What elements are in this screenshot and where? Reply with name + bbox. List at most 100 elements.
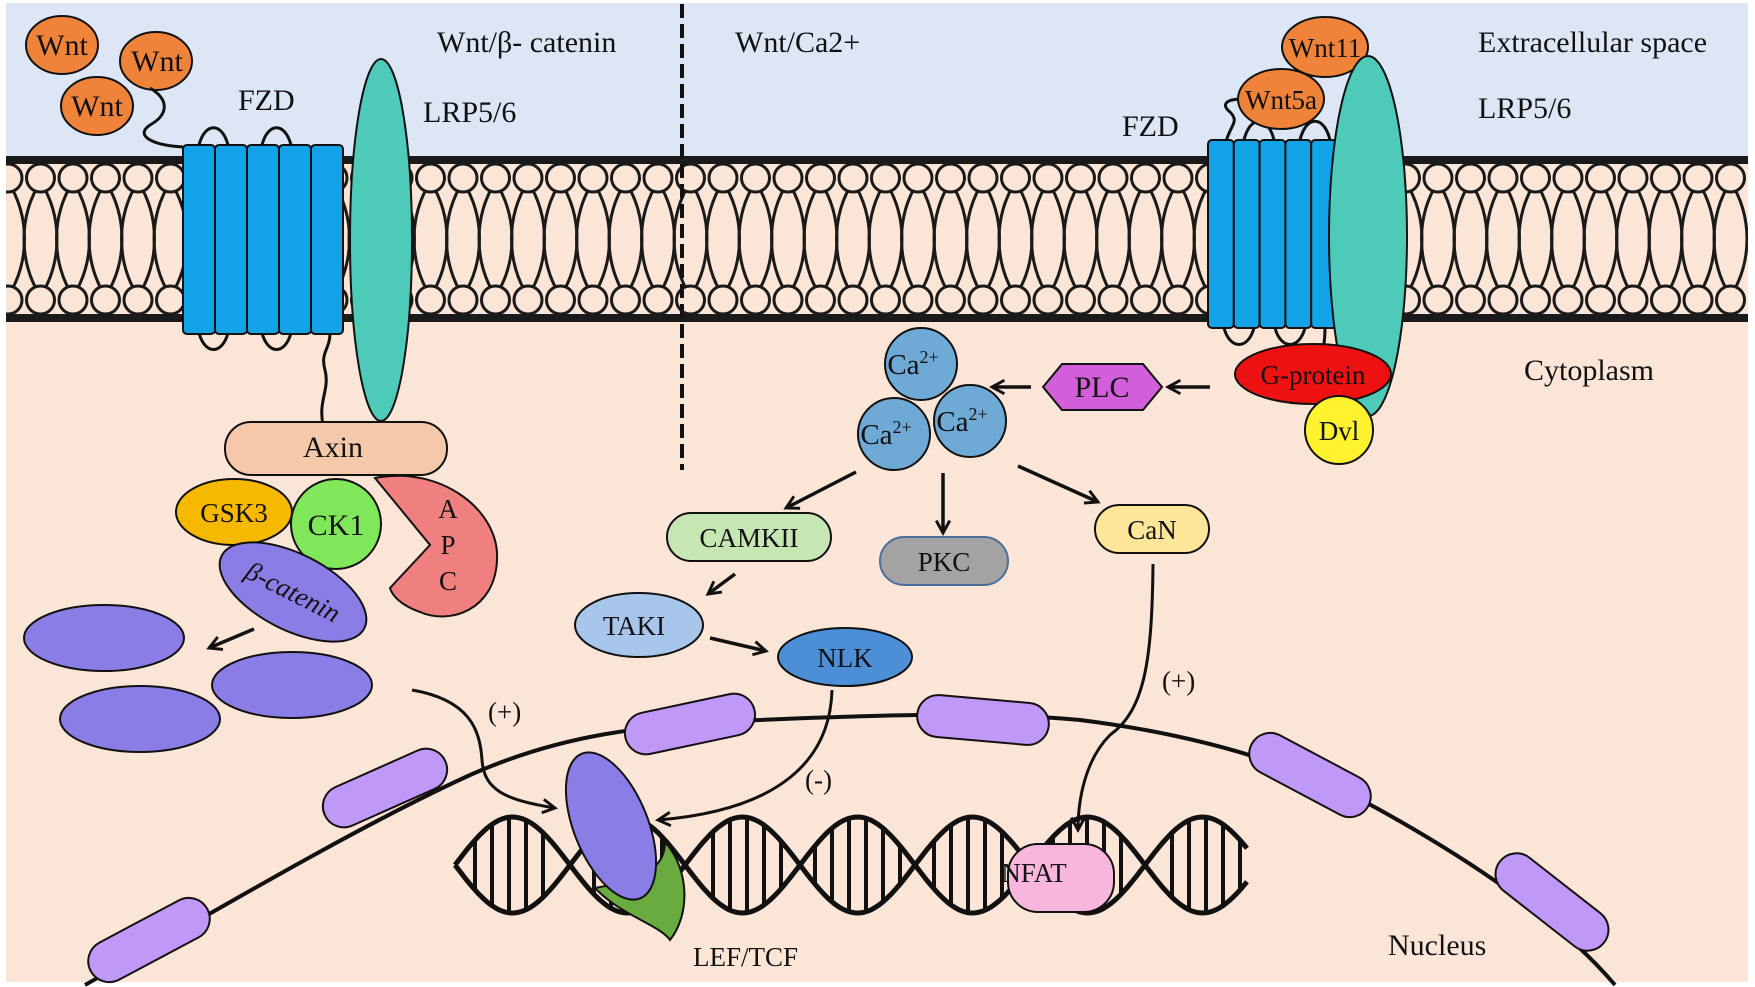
lipid-head [415, 284, 446, 316]
lipid-head [480, 284, 511, 316]
g-protein: G-protein [1234, 343, 1392, 405]
lipid-head [772, 162, 804, 194]
lipid-head [1032, 162, 1064, 194]
svg-text:A: A [438, 494, 458, 524]
fzd-transmembrane-helix [1207, 139, 1235, 329]
lipid-head [57, 162, 89, 194]
wnt11-ligand: Wnt11 [1281, 16, 1369, 78]
nuclear-pore [1248, 731, 1372, 819]
fzd-n-terminal-tail [142, 86, 184, 149]
lipid-head [415, 162, 446, 194]
fzd-label: FZD [1122, 110, 1179, 143]
lipid-tail [445, 181, 465, 297]
lipid-head [1000, 162, 1031, 194]
ck1: CK1 [290, 478, 382, 570]
lipid-head [1097, 284, 1129, 316]
lipid-head [447, 284, 479, 316]
lipid-head [577, 162, 609, 194]
lipid-tail [867, 181, 887, 297]
plc: PLC [1041, 363, 1164, 411]
fzd-transmembrane-helix [182, 144, 216, 335]
region-label-extracellular: Extracellular space [1478, 26, 1707, 59]
pathway-label-canonical: Wnt/β- catenin [437, 26, 616, 59]
lipid-head [90, 162, 121, 194]
lipid-head [1455, 162, 1486, 194]
svg-text:P: P [440, 530, 455, 560]
lipid-head [837, 162, 869, 194]
svg-text:C: C [439, 566, 457, 596]
svg-text:Wnt5a: Wnt5a [1245, 85, 1317, 115]
nuclear-pore [87, 896, 211, 984]
lipid-head [1130, 162, 1161, 194]
svg-text:GSK3: GSK3 [200, 498, 268, 528]
svg-text:TAKI: TAKI [603, 611, 665, 641]
arrow-calcium-to-can [1017, 464, 1101, 505]
lipid-tail [1680, 181, 1700, 297]
arrow-taki-to-nlk [709, 636, 769, 657]
calcium-ion: Ca2+ [857, 397, 931, 471]
region-label-cytoplasm: Cytoplasm [1524, 354, 1654, 387]
lipid-head [1162, 284, 1194, 316]
nuclear-pore [321, 747, 449, 829]
lipid-head [1617, 162, 1649, 194]
lipid-head [805, 162, 836, 194]
lipid-head [155, 284, 186, 316]
lipid-head [1552, 284, 1584, 316]
lipid-head [90, 284, 121, 316]
lipid-head [1585, 162, 1616, 194]
lipid-head [610, 284, 641, 316]
can: CaN [1094, 504, 1210, 554]
svg-text:PKC: PKC [918, 547, 971, 577]
lipid-tail [1095, 181, 1115, 297]
svg-text:CaN: CaN [1127, 515, 1177, 545]
nuclear-pore [1494, 852, 1610, 952]
lipid-head [610, 162, 641, 194]
fzd-transmembrane-helix [1258, 139, 1287, 329]
lipid-head [1097, 162, 1129, 194]
fzd-transmembrane-helix [246, 144, 280, 335]
lipid-head [545, 284, 576, 316]
lipid-head [1552, 162, 1584, 194]
lipid-head [935, 284, 966, 316]
svg-text:Ca2+: Ca2+ [887, 347, 938, 381]
svg-text:CAMKII: CAMKII [700, 523, 799, 553]
lipid-tail [900, 181, 920, 297]
pathway-label-noncanonical: Wnt/Ca2+ [735, 26, 860, 59]
wnt-ligand: Wnt [60, 76, 134, 136]
lipid-head [837, 284, 869, 316]
lipid-head [740, 284, 771, 316]
fzd-extracellular-loops [197, 126, 293, 146]
lipid-head [740, 162, 771, 194]
lipid-tail [770, 181, 790, 297]
fzd-receptor [182, 144, 344, 335]
beta-catenin-free [211, 651, 373, 719]
calcium-ion: Ca2+ [933, 384, 1007, 458]
lipid-head [6, 162, 24, 194]
gsk3: GSK3 [175, 478, 293, 546]
lipid-head [1065, 284, 1096, 316]
lipid-tail [87, 181, 107, 297]
fzd-receptor [1207, 139, 1338, 329]
lipid-head [902, 284, 934, 316]
lipid-tail [120, 181, 140, 297]
lipid-head [512, 284, 544, 316]
lef-tcf-label: LEF/TCF [693, 942, 798, 972]
lipid-tail [510, 181, 530, 297]
lipid-head [1422, 284, 1454, 316]
lipid-head [707, 162, 739, 194]
lipid-tail [1420, 181, 1440, 297]
release-arrow [206, 627, 255, 651]
fzd-transmembrane-helix [214, 144, 248, 335]
lipid-tail [477, 181, 497, 297]
lipid-tail [1160, 181, 1180, 297]
svg-text:Axin: Axin [303, 431, 363, 464]
axin: Axin [224, 421, 448, 476]
nlk: NLK [777, 627, 913, 687]
nuclear-envelope [84, 692, 1617, 987]
lipid-tail [1615, 181, 1635, 297]
dna-strand [453, 814, 1249, 916]
lipid-head [642, 162, 674, 194]
lipid-tail [1729, 181, 1748, 297]
lipid-head [545, 162, 576, 194]
